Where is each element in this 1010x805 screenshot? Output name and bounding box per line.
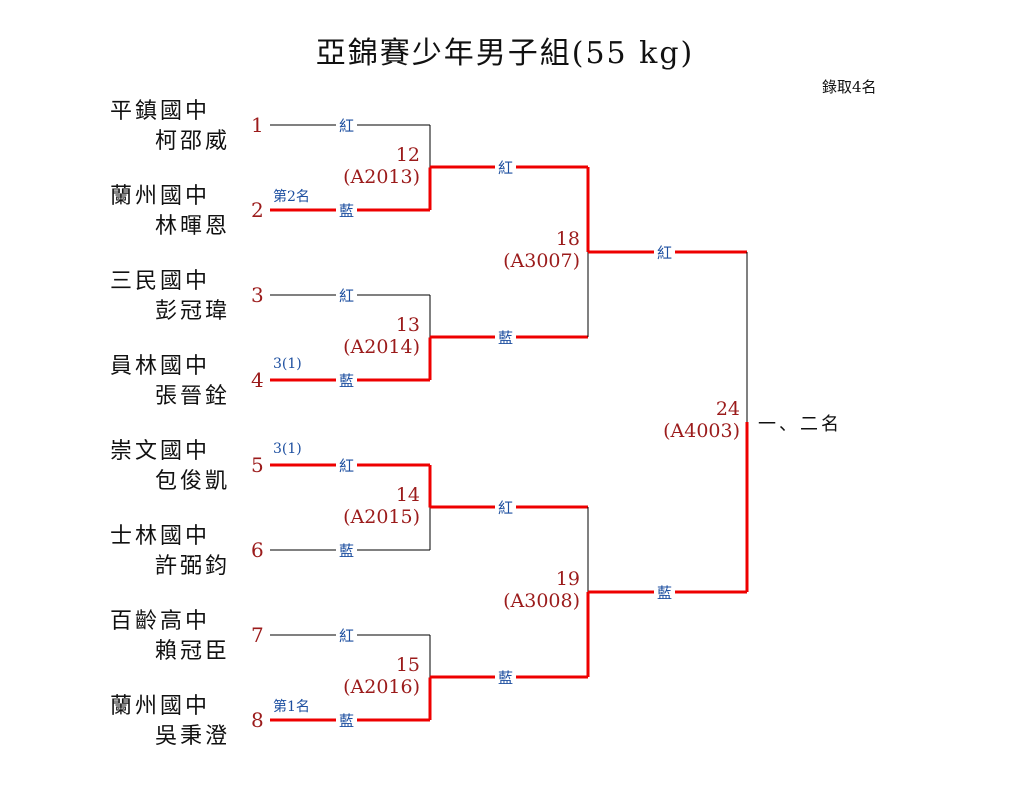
match-label: 12(A2013) xyxy=(330,144,420,188)
corner-red-label: 紅 xyxy=(336,455,358,476)
corner-blue-label: 藍 xyxy=(495,667,517,688)
match-code: (A2013) xyxy=(343,165,420,188)
entrant-name: 吳秉澄 xyxy=(155,724,231,749)
entrant-seed: 5 xyxy=(251,453,264,477)
match-label: 15(A2016) xyxy=(330,654,420,698)
entrant-note: 第2名 xyxy=(273,189,310,205)
entrant-school: 百齡高中 xyxy=(110,609,211,634)
match-code: (A3008) xyxy=(503,590,580,612)
entrant-note: 第1名 xyxy=(273,699,310,715)
entrant-school: 士林國中 xyxy=(110,524,211,549)
entrant-school: 平鎮國中 xyxy=(110,99,211,124)
match-number: 15 xyxy=(395,653,420,676)
entrant-name: 許弼鈞 xyxy=(155,554,231,579)
corner-blue-label: 藍 xyxy=(495,327,517,348)
match-label: 24(A4003) xyxy=(648,398,740,442)
entrant-school: 崇文國中 xyxy=(110,439,211,464)
match-code: (A4003) xyxy=(663,420,740,442)
quota-label: 錄取4名 xyxy=(822,78,877,96)
match-number: 13 xyxy=(395,313,420,336)
entrant-seed: 4 xyxy=(251,368,264,392)
bracket-title: 亞錦賽少年男子組(55 kg) xyxy=(315,36,695,71)
entrant-name: 彭冠瑋 xyxy=(155,299,231,324)
entrant-seed: 2 xyxy=(251,198,264,222)
entrant-seed: 7 xyxy=(251,623,264,647)
entrant-seed: 3 xyxy=(251,283,264,307)
corner-red-label: 紅 xyxy=(495,157,517,178)
match-number: 18 xyxy=(555,228,580,250)
entrant-note: 3(1) xyxy=(273,356,302,372)
entrant-school: 員林國中 xyxy=(110,354,211,379)
match-label: 14(A2015) xyxy=(330,484,420,528)
match-code: (A2015) xyxy=(343,505,420,528)
match-number: 24 xyxy=(715,398,740,420)
entrant-seed: 6 xyxy=(251,538,264,562)
entrant-seed: 8 xyxy=(251,708,264,732)
corner-blue-label: 藍 xyxy=(336,710,358,731)
entrant-school: 蘭州國中 xyxy=(110,184,211,209)
match-label: 19(A3008) xyxy=(488,568,580,612)
entrant-school: 三民國中 xyxy=(110,269,211,294)
corner-blue-label: 藍 xyxy=(336,370,358,391)
entrant-name: 賴冠臣 xyxy=(155,639,231,664)
match-label: 13(A2014) xyxy=(330,314,420,358)
entrant-name: 包俊凱 xyxy=(155,469,231,494)
corner-blue-label: 藍 xyxy=(654,582,676,603)
match-number: 14 xyxy=(395,483,420,506)
match-code: (A3007) xyxy=(503,250,580,272)
entrant-note: 3(1) xyxy=(273,441,302,457)
entrant-name: 林暉恩 xyxy=(155,214,231,239)
match-number: 12 xyxy=(395,143,420,166)
entrant-seed: 1 xyxy=(251,113,264,137)
final-placement-label: 一、二名 xyxy=(758,414,842,435)
entrant-school: 蘭州國中 xyxy=(110,694,211,719)
entrant-name: 柯邵威 xyxy=(155,129,231,154)
match-label: 18(A3007) xyxy=(488,228,580,272)
match-code: (A2016) xyxy=(343,675,420,698)
corner-red-label: 紅 xyxy=(336,625,358,646)
corner-red-label: 紅 xyxy=(495,497,517,518)
corner-blue-label: 藍 xyxy=(336,200,358,221)
corner-blue-label: 藍 xyxy=(336,540,358,561)
corner-red-label: 紅 xyxy=(654,242,676,263)
match-code: (A2014) xyxy=(343,335,420,358)
corner-red-label: 紅 xyxy=(336,115,358,136)
entrant-name: 張晉銓 xyxy=(155,384,231,409)
match-number: 19 xyxy=(555,568,580,590)
corner-red-label: 紅 xyxy=(336,285,358,306)
